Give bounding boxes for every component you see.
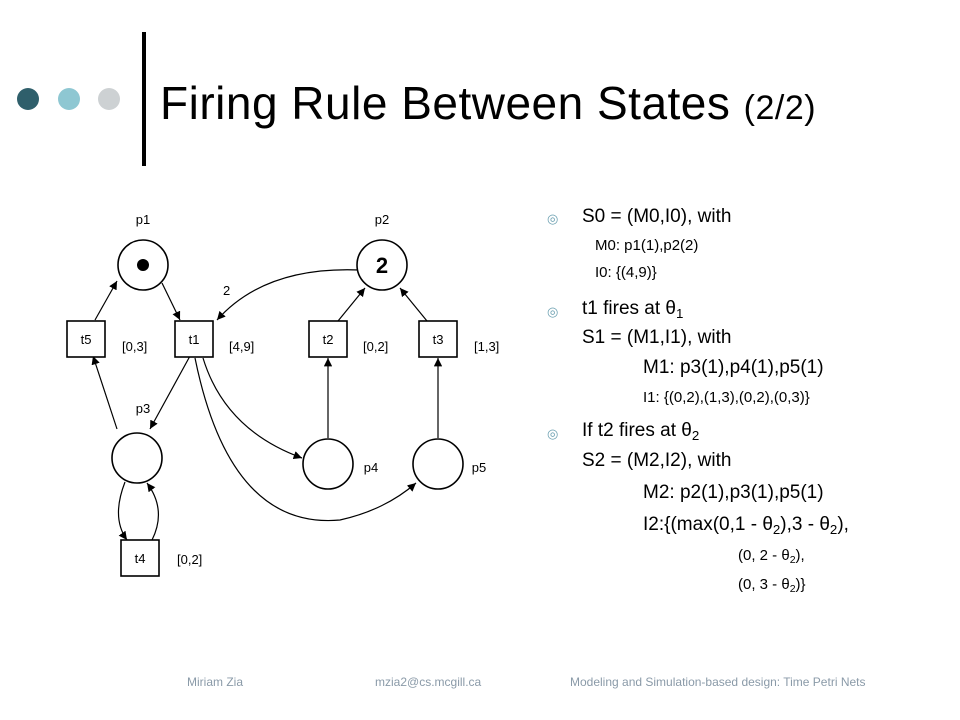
arc-p3-t4 xyxy=(117,481,128,541)
arc-t4-p3 xyxy=(146,482,159,541)
label-t1: t1 xyxy=(189,332,200,347)
bullet-t2-fires-text: If t2 fires at θ xyxy=(582,420,692,441)
interval-t5: [0,3] xyxy=(122,339,147,354)
theta-sub-2: 2 xyxy=(691,427,700,443)
label-p5: p5 xyxy=(472,460,486,475)
place-p4 xyxy=(302,438,354,490)
label-t4: t4 xyxy=(135,551,146,566)
slide-title: Firing Rule Between States (2/2) xyxy=(160,76,816,130)
transition-t2 xyxy=(308,320,348,358)
title-divider xyxy=(142,32,146,166)
arc-t1-p4 xyxy=(202,357,303,460)
bullet-i0: I0: {(4,9)} xyxy=(595,264,657,281)
token-count-p2: 2 xyxy=(376,253,388,278)
footer-course: Modeling and Simulation-based design: Ti… xyxy=(570,675,866,689)
bullet-i2-row3: (0, 3 - θ2)} xyxy=(738,576,806,596)
interval-t1: [4,9] xyxy=(229,339,254,354)
i2-row3-b: )} xyxy=(795,576,806,593)
arc-t3-p2 xyxy=(399,287,428,322)
label-t2: t2 xyxy=(323,332,334,347)
place-p5 xyxy=(412,438,464,490)
transition-t3 xyxy=(418,320,458,358)
label-p1: p1 xyxy=(136,212,150,227)
place-p3 xyxy=(111,432,163,484)
bullet-i2-row2: (0, 2 - θ2), xyxy=(738,547,805,567)
bullet-t1-fires-text: t1 fires at θ xyxy=(582,298,676,319)
decor-dot-grey xyxy=(98,88,120,110)
decor-dot-dark xyxy=(17,88,39,110)
label-p2: p2 xyxy=(375,212,389,227)
arc-weight-label: 2 xyxy=(223,283,230,298)
arc-t2-p2 xyxy=(337,287,366,322)
bullet-i1: I1: {(0,2),(1,3),(0,2),(0,3)} xyxy=(643,389,810,406)
decor-dot-light xyxy=(58,88,80,110)
i2-row2-a: (0, 2 - θ xyxy=(738,547,790,564)
arc-p1-t1 xyxy=(161,282,181,321)
label-p3: p3 xyxy=(136,401,150,416)
i2-part-a: I2:{(max(0,1 - θ xyxy=(643,514,773,535)
label-t5: t5 xyxy=(81,332,92,347)
bullet-marker-3: ◎ xyxy=(547,426,559,441)
bullet-marker-2: ◎ xyxy=(547,304,559,319)
token-p1 xyxy=(137,259,149,271)
arc-t1-p5 xyxy=(194,357,417,522)
label-t3: t3 xyxy=(433,332,444,347)
transition-t5 xyxy=(66,320,106,358)
arc-t1-p3 xyxy=(149,355,191,430)
bullet-t2-fires: If t2 fires at θ2 xyxy=(582,420,699,442)
theta-sub-1: 1 xyxy=(676,305,684,321)
footer-email: mzia2@cs.mcgill.ca xyxy=(375,675,482,689)
interval-t3: [1,3] xyxy=(474,339,499,354)
bullet-m0: M0: p1(1),p2(2) xyxy=(595,237,699,254)
footer-author: Miriam Zia xyxy=(187,675,243,689)
i2-sub-a: 2 xyxy=(772,521,781,537)
i2-part-c: ), xyxy=(837,514,849,535)
interval-t4: [0,2] xyxy=(177,552,202,567)
bullet-s0: S0 = (M0,I0), with xyxy=(582,206,732,227)
i2-row2-b: ), xyxy=(795,547,805,564)
i2-part-b: ),3 - θ xyxy=(780,514,830,535)
bullet-marker-1: ◎ xyxy=(547,211,559,226)
i2-row3-sub: 2 xyxy=(789,583,796,596)
place-p2 xyxy=(356,239,408,291)
bullet-m2: M2: p2(1),p3(1),p5(1) xyxy=(643,482,824,503)
transition-t1 xyxy=(174,320,214,358)
arc-p3-t5 xyxy=(91,355,118,430)
i2-row3-a: (0, 3 - θ xyxy=(738,576,790,593)
bullet-s2: S2 = (M2,I2), with xyxy=(582,450,732,471)
bullet-t1-fires: t1 fires at θ1 xyxy=(582,298,683,320)
slide-title-main: Firing Rule Between States xyxy=(160,77,744,129)
arc-p2-t1 xyxy=(216,269,361,321)
label-p4: p4 xyxy=(364,460,378,475)
arc-t5-p1 xyxy=(94,280,118,321)
i2-sub-b: 2 xyxy=(829,521,838,537)
bullet-i2: I2:{(max(0,1 - θ2),3 - θ2), xyxy=(643,514,849,536)
transition-t4 xyxy=(120,539,160,577)
i2-row2-sub: 2 xyxy=(789,554,796,567)
petri-net-diagram: 2 p1 p2 p3 p4 p5 t5 t1 t2 t3 t4 [0,3] [4… xyxy=(66,212,499,577)
interval-t2: [0,2] xyxy=(363,339,388,354)
bullet-s1: S1 = (M1,I1), with xyxy=(582,327,732,348)
slide-title-sub: (2/2) xyxy=(743,89,817,127)
bullet-m1: M1: p3(1),p4(1),p5(1) xyxy=(643,357,824,378)
